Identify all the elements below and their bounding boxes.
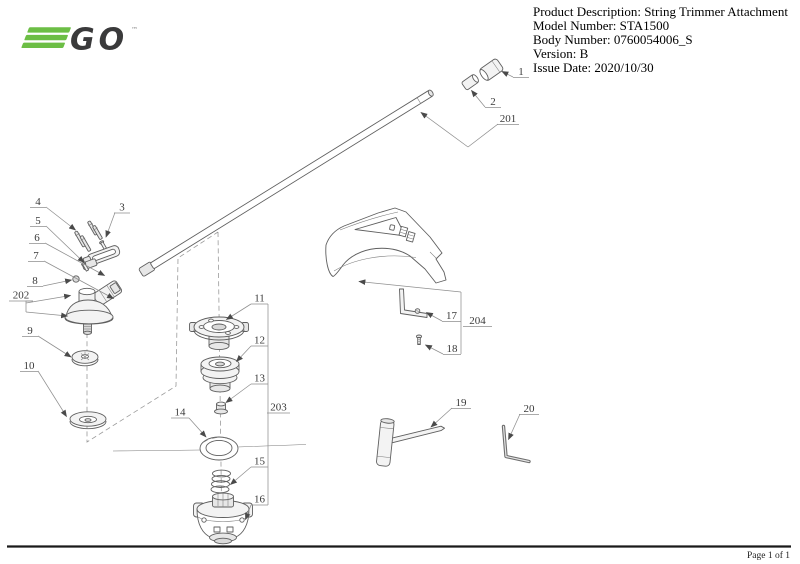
callout-202: 202: [13, 290, 30, 302]
callout-6: 6: [34, 232, 40, 244]
part-guard: [325, 207, 447, 284]
callout-203: 203: [270, 402, 287, 414]
callout-underlines: [9, 77, 539, 506]
ego-logo: GO ™: [10, 23, 150, 60]
callout-14: 14: [175, 407, 187, 419]
callout-1: 1: [518, 66, 524, 78]
part-14-spool: [112, 436, 307, 461]
callout-labels: 1 2 201 3 4 5 6 7 8 202 9 10 11 12 13 20…: [13, 66, 535, 506]
ego-logo-go-text: GO: [70, 23, 128, 55]
callout-9: 9: [27, 325, 33, 337]
version: Version: B: [533, 45, 589, 61]
callout-13: 13: [254, 373, 266, 385]
part-9-washer: [71, 350, 99, 367]
issue-date: Issue Date: 2020/10/30: [533, 59, 654, 75]
part-11-flange: [189, 316, 249, 351]
body-number: Body Number: 0760054006_S: [533, 31, 693, 47]
ego-logo-e-bars: [21, 27, 71, 49]
shaft-tube: [138, 89, 434, 277]
callout-204: 204: [469, 315, 486, 327]
part-13-nut: [214, 401, 228, 415]
construction-lines: [86, 231, 223, 543]
part-19-wrench: [376, 418, 445, 467]
part-202-gear-head: [64, 280, 123, 335]
callout-17: 17: [446, 310, 458, 322]
part-2-plug: [461, 74, 479, 91]
callout-3: 3: [119, 202, 125, 214]
page-indicator: Page 1 of 1: [747, 550, 790, 561]
callout-8: 8: [32, 275, 38, 287]
document-info: Product Description: String Trimmer Atta…: [533, 5, 788, 75]
part-18-screw: [415, 334, 423, 345]
model-number: Model Number: STA1500: [533, 17, 670, 33]
callout-5: 5: [35, 215, 41, 227]
product-description: Product Description: String Trimmer Atta…: [533, 4, 788, 19]
callout-19: 19: [456, 397, 468, 409]
callout-15: 15: [254, 456, 266, 468]
callout-201: 201: [500, 113, 517, 125]
part-16-trimmer-head: [193, 492, 253, 545]
part-1-end-cap: [479, 58, 504, 81]
callout-4: 4: [35, 196, 41, 208]
part-20-hex-key: [501, 424, 531, 464]
part-17-cutter-blade: [399, 288, 428, 318]
callout-16: 16: [254, 494, 266, 506]
callout-7: 7: [33, 250, 39, 262]
leader-lines: [25, 71, 521, 521]
callout-11: 11: [254, 293, 265, 305]
callout-20: 20: [524, 403, 536, 415]
part-10-disc: [69, 411, 107, 430]
callout-18: 18: [447, 343, 459, 355]
callout-10: 10: [24, 360, 36, 372]
callout-2: 2: [490, 96, 496, 108]
callout-12: 12: [254, 335, 265, 347]
trademark-symbol: ™: [131, 26, 138, 34]
part-12-spool-hub: [200, 356, 240, 393]
parts-3-4-screw-pins: [74, 220, 108, 252]
